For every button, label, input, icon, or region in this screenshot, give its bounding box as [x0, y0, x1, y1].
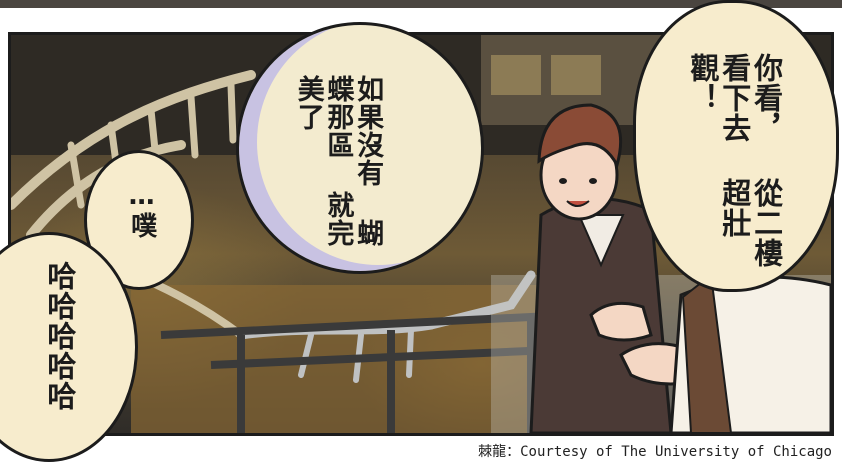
center-speech-bubble: 如果沒有 蝴蝶那區 就完美了: [236, 22, 484, 274]
right-speech-bubble: 你看， 從二樓看下去 超壯觀！: [633, 0, 839, 292]
center-bubble-line-2: 蝴蝶那區: [322, 75, 384, 247]
left-large-speech-bubble: 哈哈哈哈哈: [0, 232, 138, 462]
left-large-bubble-text: 哈哈哈哈哈: [42, 261, 77, 411]
center-bubble-line-3: 就完美了: [292, 75, 354, 247]
center-bubble-line-1: 如果沒有: [352, 75, 384, 187]
gallery-window: [491, 55, 541, 95]
right-bubble-line-1: 你看，: [749, 53, 784, 143]
right-bubble-line-2: 從二樓看下去: [717, 53, 784, 268]
right-bubble-line-3: 超壯觀！: [685, 53, 752, 238]
previous-panel-edge: [0, 0, 842, 8]
gallery-window: [551, 55, 601, 95]
second-person-icon: [669, 273, 831, 433]
left-small-bubble-text: …噗: [126, 181, 157, 239]
image-credit: 棘龍：Courtesy of The University of Chicago: [478, 444, 832, 460]
